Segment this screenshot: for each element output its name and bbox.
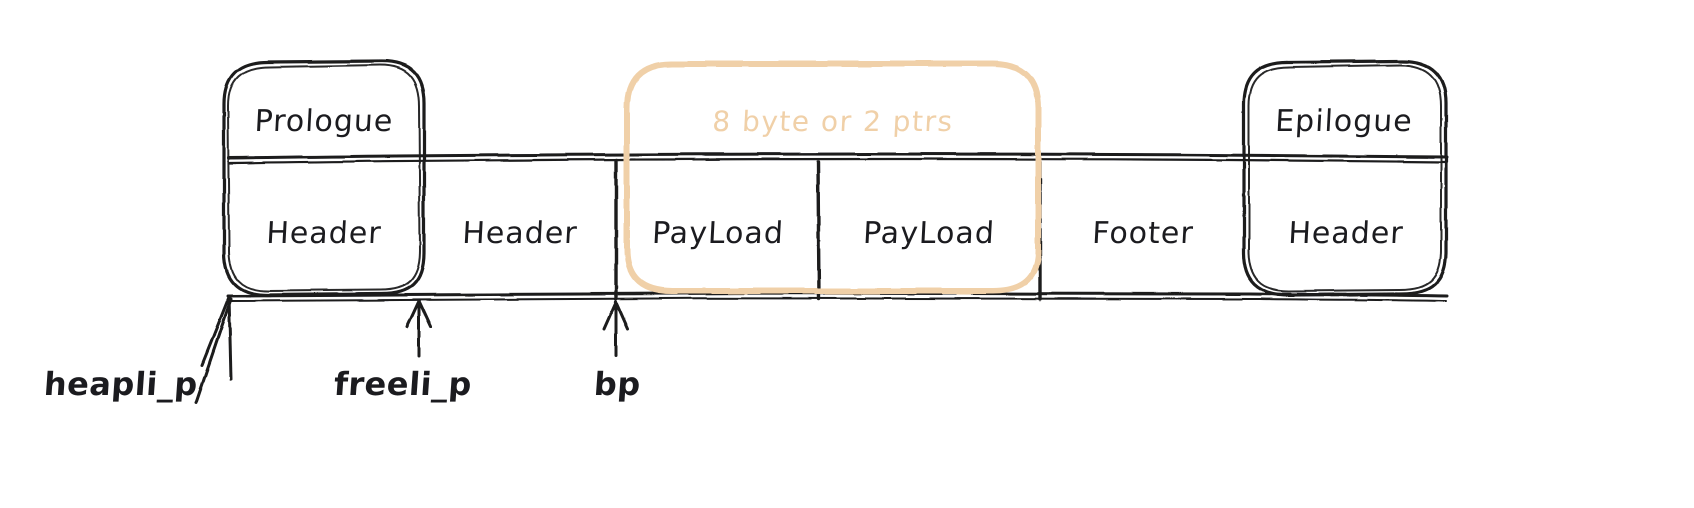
box-prologue-outline xyxy=(222,59,426,297)
box-epilogue-label: Epilogue xyxy=(1274,104,1414,139)
cell-header-epilogue-label: Header xyxy=(1287,216,1405,251)
box-prologue-label: Prologue xyxy=(253,104,395,139)
box-payload-size-outline xyxy=(624,61,1041,294)
box-epilogue-outline xyxy=(1242,59,1448,297)
cell-footer-label: Footer xyxy=(1091,216,1195,251)
pointer-bp-arrow xyxy=(602,300,630,358)
pointer-heaplist-label: heapli_p xyxy=(42,365,200,403)
cell-header-block-label: Header xyxy=(461,216,579,251)
pointer-freelist-arrow xyxy=(405,299,433,358)
strip-outline xyxy=(226,152,1449,302)
cell-payload-2-label: PayLoad xyxy=(862,216,996,251)
pointer-freelist-label: freeli_p xyxy=(332,365,474,403)
payload-size-note-label: 8 byte or 2 ptrs xyxy=(711,105,955,138)
pointer-heaplist-arrow xyxy=(194,295,233,405)
cell-payload-1-label: PayLoad xyxy=(651,216,785,251)
cell-header-prologue-label: Header xyxy=(265,216,383,251)
pointer-bp-label: bp xyxy=(592,365,643,403)
